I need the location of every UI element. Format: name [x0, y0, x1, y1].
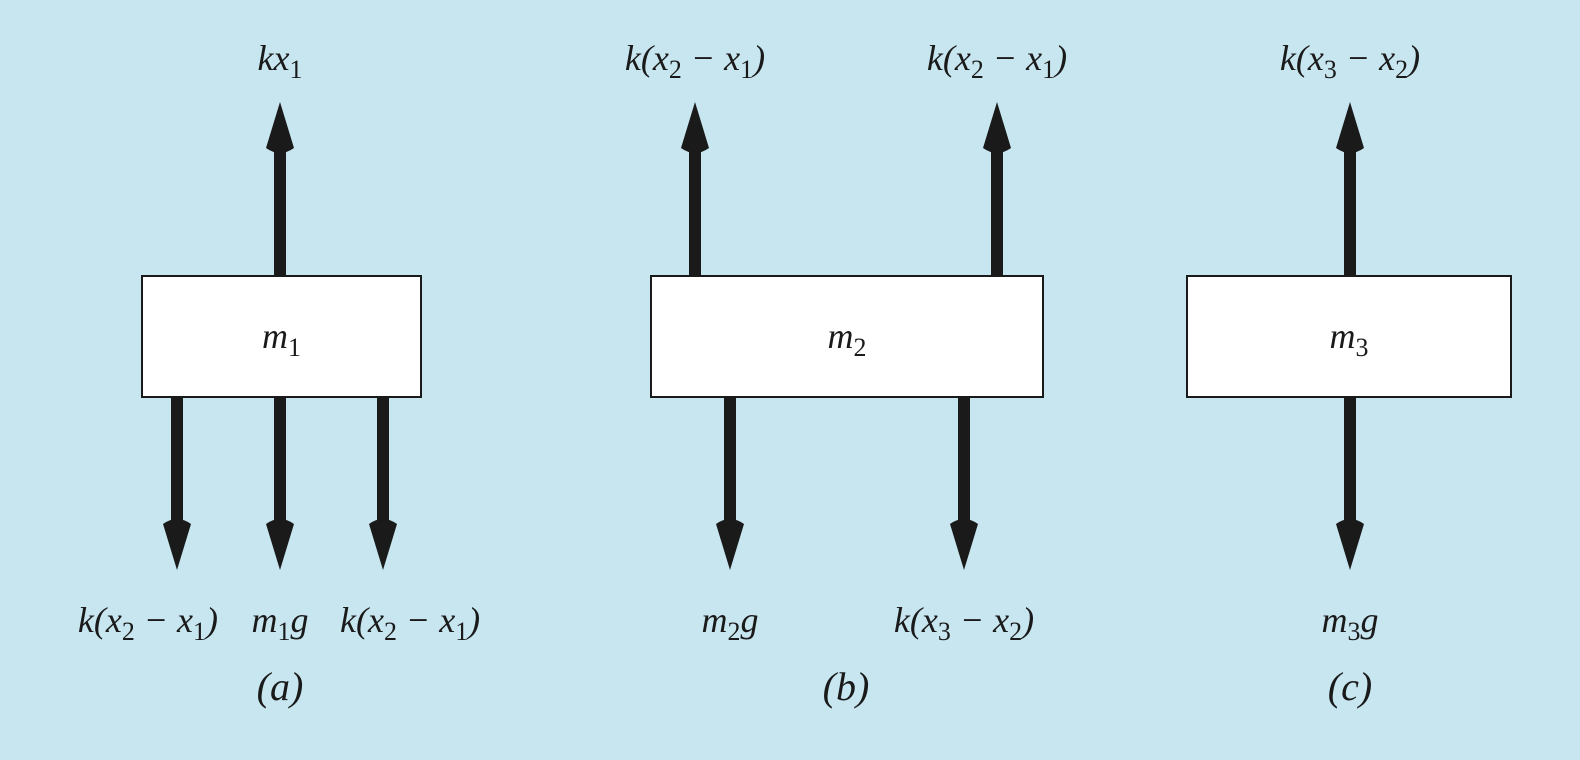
subscript: 1 — [455, 617, 468, 646]
arrowhead-icon — [681, 102, 709, 153]
label-segment: g — [1360, 600, 1378, 640]
label-segment: k(x — [340, 600, 384, 640]
subscript: 2 — [728, 617, 741, 646]
label-segment: m — [1330, 316, 1356, 356]
mass-block — [141, 275, 422, 398]
subscript: 1 — [288, 333, 301, 362]
label-segment: g — [740, 600, 758, 640]
force-label-down: m3g — [1322, 600, 1379, 646]
mass-block — [1186, 275, 1512, 398]
subscript: 2 — [1009, 617, 1022, 646]
label-segment: (b) — [823, 664, 870, 709]
label-segment: m — [262, 316, 288, 356]
subscript: 2 — [971, 55, 984, 84]
force-arrow-up — [983, 102, 1011, 278]
force-arrow-up — [681, 102, 709, 278]
force-arrow-down — [716, 397, 744, 570]
label-segment: kx — [258, 38, 290, 78]
label-segment: − x — [984, 38, 1042, 78]
label-segment: ) — [1053, 38, 1067, 78]
force-arrow-up — [266, 102, 294, 278]
panel-caption: (b) — [823, 664, 870, 709]
arrowhead-icon — [1336, 519, 1364, 570]
label-segment: k(x — [1280, 38, 1324, 78]
arrow-shaft — [958, 397, 970, 522]
subscript: 2 — [669, 55, 682, 84]
arrow-shaft — [1344, 152, 1356, 278]
force-label-up: k(x3 − x2) — [1280, 38, 1420, 84]
label-segment: m — [828, 316, 854, 356]
label-segment: ) — [1020, 600, 1034, 640]
label-segment: − x — [682, 38, 740, 78]
label-segment: ) — [751, 38, 765, 78]
label-segment: ) — [466, 600, 480, 640]
mass-label: m2 — [828, 316, 867, 362]
arrow-shaft — [991, 152, 1003, 278]
arrowhead-icon — [716, 519, 744, 570]
label-segment: k(x — [894, 600, 938, 640]
label-segment: − x — [1337, 38, 1395, 78]
mass-label: m1 — [262, 316, 301, 362]
arrowhead-icon — [983, 102, 1011, 153]
force-label-up: k(x2 − x1) — [927, 38, 1067, 84]
subscript: 1 — [1042, 55, 1055, 84]
label-segment: m — [702, 600, 728, 640]
force-arrow-up — [1336, 102, 1364, 278]
label-segment: ) — [1406, 38, 1420, 78]
arrow-shaft — [724, 397, 736, 522]
label-segment: − x — [397, 600, 455, 640]
arrowhead-icon — [266, 102, 294, 153]
force-label-down: k(x3 − x2) — [894, 600, 1034, 646]
label-segment: k(x — [625, 38, 669, 78]
arrowhead-icon — [950, 519, 978, 570]
force-label-down: m1g — [252, 600, 309, 646]
label-segment: m — [252, 600, 278, 640]
force-label-down: k(x2 − x1) — [340, 600, 480, 646]
arrowhead-icon — [266, 519, 294, 570]
label-segment: k(x — [78, 600, 122, 640]
arrowhead-icon — [369, 519, 397, 570]
subscript: 3 — [1324, 55, 1337, 84]
force-label-up: kx1 — [258, 38, 303, 84]
force-label-down: m2g — [702, 600, 759, 646]
mass-label: m3 — [1330, 316, 1369, 362]
mass-block — [650, 275, 1044, 398]
arrowhead-icon — [163, 519, 191, 570]
arrow-shaft — [689, 152, 701, 278]
force-arrow-down — [950, 397, 978, 570]
label-segment: g — [290, 600, 308, 640]
subscript: 2 — [854, 333, 867, 362]
subscript: 1 — [740, 55, 753, 84]
subscript: 2 — [122, 617, 135, 646]
panel-caption: (c) — [1328, 664, 1372, 709]
arrow-shaft — [377, 397, 389, 522]
arrow-shaft — [171, 397, 183, 522]
subscript: 3 — [1356, 333, 1369, 362]
force-arrow-down — [266, 397, 294, 570]
label-segment: (c) — [1328, 664, 1372, 709]
subscript: 1 — [193, 617, 206, 646]
label-segment: − x — [951, 600, 1009, 640]
arrow-shaft — [1344, 397, 1356, 522]
subscript: 1 — [278, 617, 291, 646]
label-segment: − x — [135, 600, 193, 640]
force-arrow-down — [369, 397, 397, 570]
subscript: 3 — [938, 617, 951, 646]
arrowhead-icon — [1336, 102, 1364, 153]
arrow-shaft — [274, 397, 286, 522]
subscript: 2 — [384, 617, 397, 646]
label-segment: m — [1322, 600, 1348, 640]
force-label-down: k(x2 − x1) — [78, 600, 218, 646]
label-segment: ) — [204, 600, 218, 640]
label-segment: (a) — [257, 664, 304, 709]
subscript: 3 — [1348, 617, 1361, 646]
force-arrow-down — [163, 397, 191, 570]
subscript: 1 — [290, 55, 303, 84]
force-arrow-down — [1336, 397, 1364, 570]
arrow-shaft — [274, 152, 286, 278]
subscript: 2 — [1395, 55, 1408, 84]
panel-caption: (a) — [257, 664, 304, 709]
force-label-up: k(x2 − x1) — [625, 38, 765, 84]
label-segment: k(x — [927, 38, 971, 78]
